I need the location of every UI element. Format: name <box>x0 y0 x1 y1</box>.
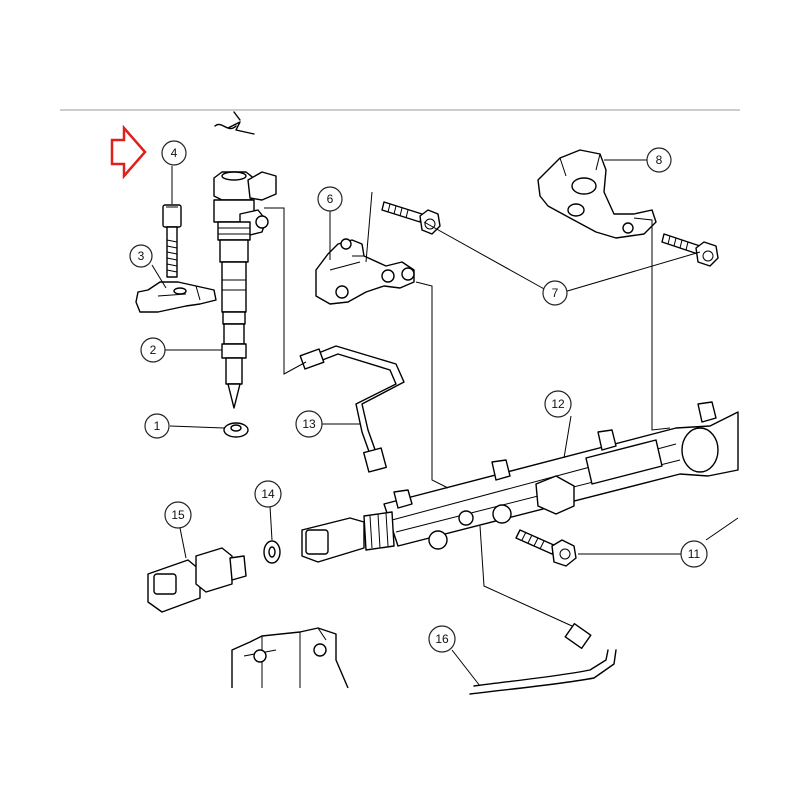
callout-label: 15 <box>171 508 185 522</box>
callout-label: 3 <box>138 249 145 263</box>
part-12-fuel-rail <box>383 401 739 550</box>
part-4-bolt <box>162 204 182 278</box>
callout-label: 16 <box>435 632 449 646</box>
callout-label: 1 <box>154 419 161 433</box>
callout-label: 7 <box>552 286 559 300</box>
callout-7: 7 <box>542 280 568 306</box>
callout-label: 4 <box>171 146 178 160</box>
red-outline-arrow-icon <box>110 124 147 180</box>
callout-11: 11 <box>680 540 708 568</box>
callout-3: 3 <box>129 244 153 268</box>
part-15-sensor <box>147 547 247 613</box>
part-8-bracket <box>537 149 657 239</box>
callout-2: 2 <box>140 337 166 363</box>
callout-4: 4 <box>161 140 187 166</box>
clip-fragment <box>214 111 255 135</box>
part-6-bracket <box>315 238 415 305</box>
callout-14: 14 <box>254 480 282 508</box>
callout-label: 13 <box>302 417 316 431</box>
part-14-washer <box>263 540 281 564</box>
callout-label: 2 <box>150 343 157 357</box>
callout-13: 13 <box>295 410 323 438</box>
part-1-washer <box>223 422 249 438</box>
callout-label: 12 <box>551 397 565 411</box>
callout-6: 6 <box>317 186 343 212</box>
rail-pressure-sensor <box>301 511 395 563</box>
callout-1: 1 <box>144 413 170 439</box>
part-2-injector <box>213 171 277 409</box>
callout-12: 12 <box>544 390 572 418</box>
callout-label: 6 <box>327 192 334 206</box>
pump-housing <box>231 627 349 689</box>
callout-8: 8 <box>646 147 672 173</box>
part-16-pipe <box>469 623 617 695</box>
callout-label: 14 <box>261 487 275 501</box>
part-7-bolt-a <box>381 201 441 235</box>
callout-label: 11 <box>688 547 701 561</box>
callout-15: 15 <box>164 501 192 529</box>
part-3-clamp <box>135 281 217 313</box>
callout-16: 16 <box>428 625 456 653</box>
part-13-pipe <box>299 345 405 473</box>
callout-label: 8 <box>656 153 663 167</box>
leader-lines <box>151 159 739 687</box>
part-7-bolt-b <box>661 233 719 267</box>
part-11-bolt <box>515 529 577 567</box>
